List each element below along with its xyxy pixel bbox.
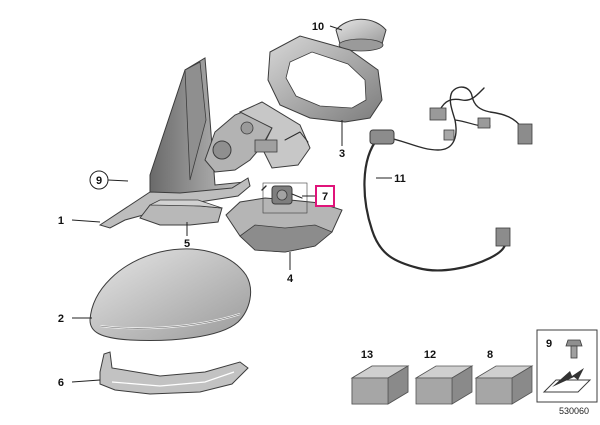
callout-9: 9	[96, 175, 102, 187]
callouts: 9 1 2 3 4 5 6 7 10 11 13 12 8 9 530060	[58, 21, 589, 416]
indicator-strip-part	[99, 351, 249, 395]
mirror-motor-bracket-part	[204, 101, 311, 173]
mirror-cap-part	[89, 248, 252, 341]
callout-8: 8	[487, 349, 493, 361]
parts-box-8	[474, 365, 534, 405]
callout-5: 5	[184, 238, 190, 250]
callout-1: 1	[58, 215, 64, 227]
wiring-harness-part	[363, 86, 533, 272]
callout-4: 4	[287, 273, 294, 285]
small-motor-part	[262, 182, 308, 214]
callout-6: 6	[58, 377, 64, 389]
callout-10: 10	[312, 21, 324, 33]
highlight-box	[315, 185, 335, 207]
screw-icon	[565, 339, 583, 347]
callout-11: 11	[394, 173, 406, 185]
parts-box-13	[350, 365, 410, 405]
lower-cover-part	[139, 199, 223, 226]
callout-9-circle	[89, 170, 109, 190]
callout-9-inset: 9	[546, 338, 552, 350]
diagram-number: 530060	[559, 406, 589, 416]
callout-2: 2	[58, 313, 64, 325]
housing-cap-part	[335, 18, 387, 52]
callout-12: 12	[424, 349, 436, 361]
arrow-icon	[542, 379, 592, 393]
callout-3: 3	[339, 148, 345, 160]
screw-inset-frame	[536, 329, 598, 403]
leader-lines	[71, 25, 392, 383]
parts-box-12	[414, 365, 474, 405]
indicator-housing-part	[225, 197, 343, 253]
callout-7: 7	[322, 191, 328, 203]
callout-13: 13	[361, 349, 373, 361]
screw-part-main	[261, 185, 267, 191]
mirror-frame-part	[267, 35, 383, 123]
